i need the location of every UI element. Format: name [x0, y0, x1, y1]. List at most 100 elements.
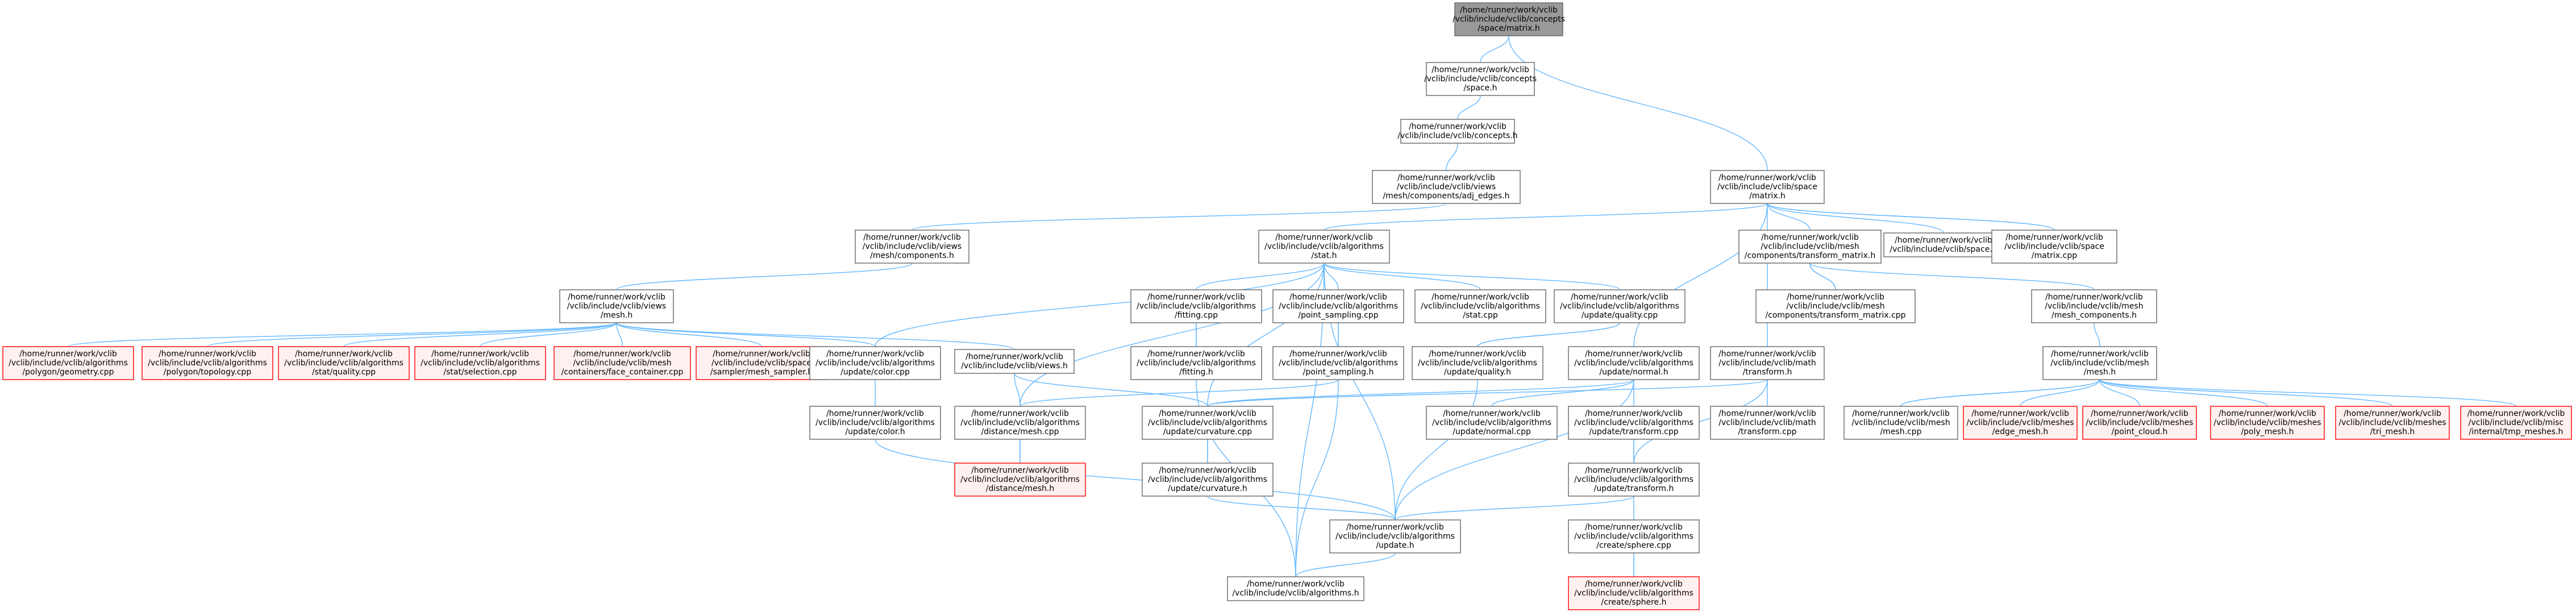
file-node[interactable]: /home/runner/work/vclib/vclib/include/vc… — [1738, 230, 1882, 264]
file-node[interactable]: /home/runner/work/vclib/vclib/include/vc… — [2335, 406, 2450, 440]
file-node[interactable]: /home/runner/work/vclib/vclib/include/vc… — [1329, 519, 1461, 553]
file-node-label: /stat.cpp — [1463, 311, 1498, 320]
file-node-label: /home/runner/work/vclib — [1718, 173, 1816, 182]
file-node[interactable]: /home/runner/work/vclib/vclib/include/vc… — [1272, 289, 1404, 323]
file-node-label: /home/runner/work/vclib — [19, 349, 117, 359]
file-node[interactable]: /home/runner/work/vclib/vclib/include/vc… — [1397, 119, 1518, 144]
file-node-label: /vclib/include/vclib/algorithms — [1574, 418, 1693, 427]
file-node[interactable]: /home/runner/work/vclib/vclib/include/vc… — [142, 346, 273, 380]
file-node[interactable]: /home/runner/work/vclib/vclib/include/vc… — [1568, 576, 1700, 610]
file-node-label: /home/runner/work/vclib — [1346, 523, 1444, 532]
file-node[interactable]: /home/runner/work/vclib/vclib/include/vc… — [2210, 406, 2325, 440]
file-node-label: /home/runner/work/vclib — [1289, 349, 1387, 359]
file-node[interactable]: /home/runner/work/vclib/vclib/include/vc… — [1142, 406, 1274, 440]
file-node-label: /home/runner/work/vclib — [1275, 233, 1373, 242]
file-node-label: /home/runner/work/vclib — [2344, 409, 2441, 418]
dependency-edge — [613, 318, 876, 347]
file-node[interactable]: /home/runner/work/vclib/vclib/include/vc… — [414, 346, 546, 380]
file-node[interactable]: /home/runner/work/vclib/vclib/include/vc… — [1130, 289, 1262, 323]
file-node-box — [559, 289, 674, 323]
file-node[interactable]: /home/runner/work/vclib/vclib/include/vc… — [1272, 346, 1404, 380]
dependency-edge — [1204, 492, 1396, 521]
file-node-box — [1372, 170, 1521, 204]
file-node-label: /vclib/include/vclib/algorithms — [1264, 242, 1384, 251]
dependency-edge — [1321, 259, 1481, 290]
file-node[interactable]: /home/runner/work/vclib/vclib/include/vc… — [1372, 170, 1521, 204]
file-node[interactable]: /home/runner/work/vclib/vclib/include/vc… — [2031, 289, 2157, 323]
file-node[interactable]: /home/runner/work/vclib/vclib/include/vc… — [1142, 463, 1274, 497]
dependency-edge — [1480, 31, 1512, 63]
file-node-label: /vclib/include/vclib/views — [567, 302, 666, 311]
file-node[interactable]: /home/runner/work/vclib/vclib/include/vc… — [1710, 406, 1825, 440]
file-node-label: /home/runner/work/vclib — [1409, 122, 1507, 131]
file-node-label: /home/runner/work/vclib — [971, 409, 1069, 418]
file-node-label: /update/curvature.cpp — [1163, 427, 1252, 436]
file-node[interactable]: /home/runner/work/vclib/vclib/include/vc… — [559, 289, 674, 323]
file-node[interactable]: /home/runner/work/vclib/vclib/include/vc… — [1227, 576, 1364, 601]
file-node[interactable]: /home/runner/work/vclib/vclib/include/vc… — [1414, 289, 1546, 323]
file-node[interactable]: /home/runner/work/vclib/vclib/include/vc… — [1963, 406, 2078, 440]
file-node-label: /home/runner/work/vclib — [568, 293, 665, 302]
file-node-label: /stat/quality.cpp — [312, 368, 376, 377]
file-node[interactable]: /home/runner/work/vclib/vclib/include/vc… — [2082, 406, 2197, 440]
file-node[interactable]: /home/runner/work/vclib/vclib/include/vc… — [1755, 289, 1916, 323]
file-node[interactable]: /home/runner/work/vclib/vclib/include/vc… — [1568, 463, 1700, 497]
file-node[interactable]: /home/runner/work/vclib/vclib/include/vc… — [2460, 406, 2572, 440]
file-node-box — [2460, 406, 2572, 440]
file-node[interactable]: /home/runner/work/vclib/vclib/include/vc… — [696, 346, 827, 380]
file-node[interactable]: /home/runner/work/vclib/vclib/include/vc… — [1554, 289, 1686, 323]
file-node-label: /vclib/include/vclib/algorithms — [1279, 359, 1398, 368]
file-node-label: /home/runner/work/vclib — [1971, 409, 2069, 418]
dependency-edge — [480, 318, 619, 347]
file-node[interactable]: /home/runner/work/vclib/vclib/include/vc… — [954, 406, 1086, 440]
file-node[interactable]: /home/runner/work/vclib/vclib/include/vc… — [1568, 519, 1700, 553]
file-node-box — [1883, 232, 2004, 257]
dependency-edge — [614, 318, 623, 347]
file-node-box — [1568, 519, 1700, 553]
file-node[interactable]: /home/runner/work/vclib/vclib/include/vc… — [809, 406, 941, 440]
file-node[interactable]: /home/runner/work/vclib/vclib/include/vc… — [2, 346, 134, 380]
dependency-edge — [2091, 318, 2100, 347]
file-node-label: /update/quality.cpp — [1582, 311, 1658, 320]
file-node[interactable]: /home/runner/work/vclib/vclib/include/vc… — [1843, 406, 1958, 440]
file-node[interactable]: /home/runner/work/vclib/vclib/include/vc… — [1424, 62, 1537, 96]
file-node[interactable]: /home/runner/work/vclib/vclib/include/vc… — [1412, 346, 1543, 380]
file-node[interactable]: /home/runner/work/vclib/vclib/include/vc… — [1883, 232, 2004, 257]
file-node-label: /vclib/include/vclib/algorithms — [815, 418, 935, 427]
dependency-edge — [1491, 375, 1637, 407]
file-node[interactable]: /home/runner/work/vclib/vclib/include/vc… — [1258, 230, 1390, 264]
file-node-label: /home/runner/work/vclib — [1397, 173, 1495, 182]
file-node-label: /vclib/include/vclib/algorithms — [960, 418, 1080, 427]
file-node-box — [1142, 463, 1274, 497]
file-node-label: /vclib/include/vclib/algorithms — [1574, 532, 1693, 541]
dependency-edge — [912, 198, 1450, 231]
file-node[interactable]: /home/runner/work/vclib/vclib/include/vc… — [1991, 230, 2117, 264]
file-node-label: /vclib/include/vclib/mesh — [1851, 418, 1950, 427]
file-node-label: /update/curvature.h — [1168, 484, 1247, 493]
file-node[interactable]: /home/runner/work/vclib/vclib/include/vc… — [1710, 346, 1825, 380]
file-node-label: /home/runner/work/vclib — [1852, 409, 1950, 418]
file-node-label: /home/runner/work/vclib — [2467, 409, 2565, 418]
file-node[interactable]: /home/runner/work/vclib/vclib/include/vc… — [1710, 170, 1825, 204]
file-node-label: /create/sphere.h — [1601, 598, 1667, 607]
file-node[interactable]: /home/runner/work/vclib/vclib/include/vc… — [278, 346, 410, 380]
file-node[interactable]: /home/runner/work/vclib/vclib/include/vc… — [1568, 406, 1700, 440]
file-node-label: /home/runner/work/vclib — [573, 349, 671, 359]
file-node[interactable]: /home/runner/work/vclib/vclib/include/vc… — [1426, 406, 1558, 440]
file-node[interactable]: /home/runner/work/vclib/vclib/include/vc… — [1130, 346, 1262, 380]
file-node-box — [1227, 576, 1364, 601]
file-node-label: /components/transform_matrix.h — [1745, 251, 1876, 260]
file-node[interactable]: /home/runner/work/vclib/vclib/include/vc… — [554, 346, 691, 380]
file-node[interactable]: /home/runner/work/vclib/vclib/include/vc… — [1568, 346, 1700, 380]
file-node[interactable]: /home/runner/work/vclib/vclib/include/vc… — [2042, 346, 2157, 380]
file-node-label: /vclib/include/vclib/algorithms — [1137, 359, 1256, 368]
file-node[interactable]: /home/runner/work/vclib/vclib/include/vc… — [954, 349, 1075, 374]
dependency-edge — [1897, 379, 2100, 411]
file-node[interactable]: /home/runner/work/vclib/vclib/include/vc… — [809, 346, 941, 380]
file-node-box — [1272, 346, 1404, 380]
dependency-edge — [2020, 375, 2103, 407]
file-node[interactable]: /home/runner/work/vclib/vclib/include/vc… — [855, 230, 969, 264]
file-node[interactable]: /home/runner/work/vclib/vclib/include/vc… — [1453, 2, 1565, 36]
file-node[interactable]: /home/runner/work/vclib/vclib/include/vc… — [954, 463, 1086, 497]
file-node-label: /home/runner/work/vclib — [1585, 466, 1683, 475]
